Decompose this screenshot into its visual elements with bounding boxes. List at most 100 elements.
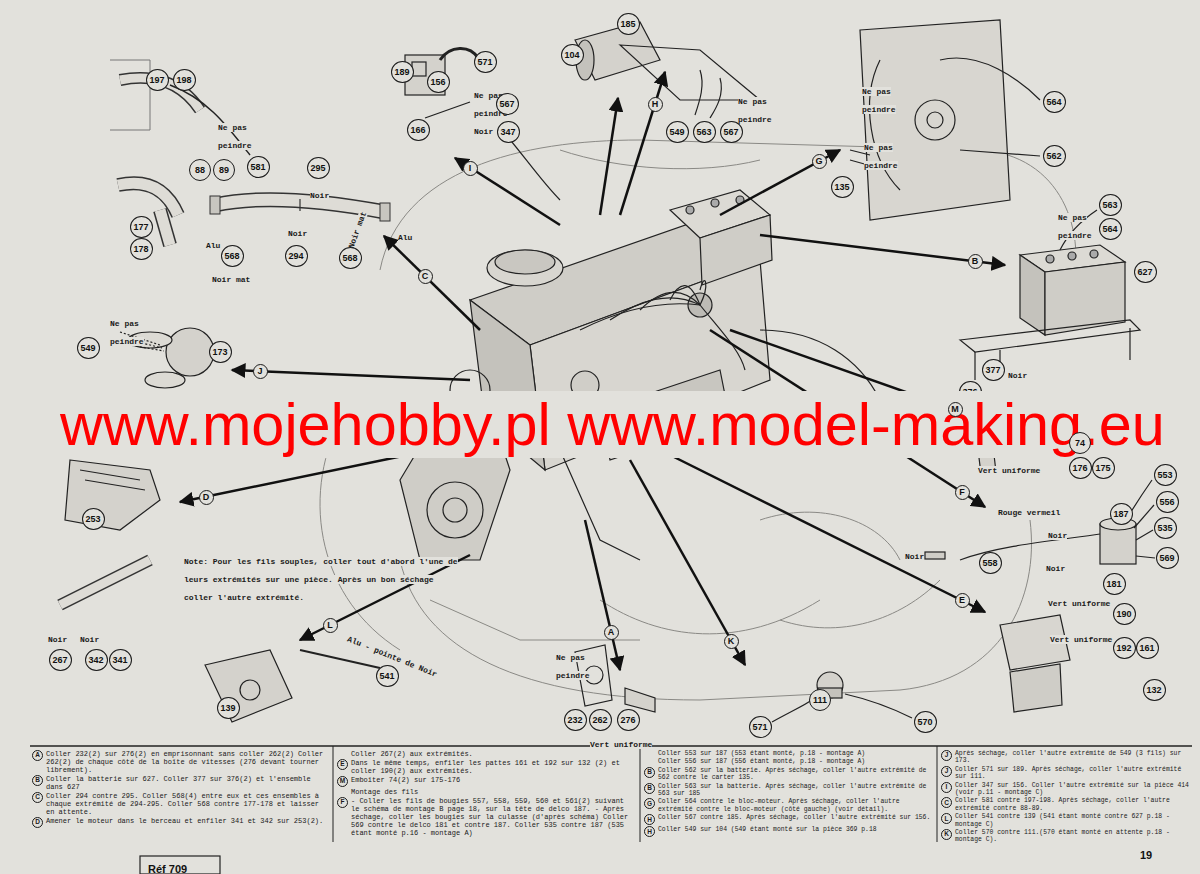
battery-shape <box>1045 262 1125 335</box>
table-cell: Coller 556 sur 187 (556 étant monté, p.1… <box>658 758 933 765</box>
callout-number: 562 <box>1046 152 1061 161</box>
table-letter-circle: J <box>941 750 952 761</box>
starter-motor-shape <box>710 78 721 118</box>
table-cell: Coller 563 sur la batterie. Après séchag… <box>658 783 933 798</box>
callout-number: 132 <box>1146 686 1161 695</box>
callout-circle: 535 <box>1154 517 1177 539</box>
assembly-arrows-shape <box>630 460 745 665</box>
callout-circle: 541 <box>376 665 399 687</box>
table-text: Coller 556 sur 187 (556 étant monté, p.1… <box>658 758 865 765</box>
watermark: www.mojehobby.pl www.model-making.eu <box>60 392 1165 457</box>
table-text: Coller la batterie sur 627. Coller 377 s… <box>46 775 311 791</box>
page-number: 19 <box>1140 849 1152 861</box>
annotation-text: Ne pas peindre <box>1058 213 1092 240</box>
hose-assembly <box>110 60 390 245</box>
table-letter: C <box>944 800 949 807</box>
callout-circle: 627 <box>1134 261 1157 283</box>
letter-callout: G <box>815 157 822 166</box>
assembly-arrows-shape <box>585 520 620 670</box>
assembly-arrows-shape <box>620 72 665 215</box>
annotation-text: Ne pas peindre <box>218 123 252 150</box>
carburettor-shape <box>412 62 426 76</box>
table-cell: Coller 541 contre 139 (541 étant monté c… <box>955 813 1190 828</box>
table-cell: Coller 267(2) aux extrémités. <box>351 750 636 758</box>
table-cell: Coller 570 contre 111.(570 étant monté e… <box>955 829 1190 844</box>
callout-circle: 341 <box>109 649 132 671</box>
annotation-label: Vert uniforme <box>978 459 1040 477</box>
water-pump <box>205 650 380 722</box>
annotation-text: Noir <box>474 127 493 136</box>
callout-circle: 187 <box>1110 503 1133 525</box>
table-letter-circle: H <box>644 826 655 837</box>
annotation-text: Ne pas peindre <box>862 87 896 114</box>
annotation-label: Noir <box>1046 557 1065 575</box>
letter-circle: B <box>968 254 983 269</box>
callout-circle: 571 <box>474 51 497 73</box>
callout-circle: 189 <box>391 61 414 83</box>
table-text: Coller 571 sur 189. Après séchage, colle… <box>955 766 1181 780</box>
callout-circle: 558 <box>979 552 1002 574</box>
letter-circle: E <box>955 593 970 608</box>
letter-callout: A <box>608 628 615 637</box>
fuel-pump-shape <box>845 694 912 718</box>
callout-circle: 132 <box>1143 679 1166 701</box>
callout-circle: 377 <box>982 359 1005 381</box>
engine-mount-shape <box>65 460 160 530</box>
table-row: HColler 549 sur 104 (549 étant monté sur… <box>644 826 933 837</box>
table-letter: M <box>340 778 345 785</box>
table-letter-circle: J <box>941 766 952 777</box>
callout-circle: 197 <box>146 69 169 91</box>
battery-shape <box>1068 252 1076 260</box>
annotation-label: Noir <box>310 184 329 202</box>
table-cell: - Coller les fils de bougies 557, 558, 5… <box>351 797 636 837</box>
table-rules <box>30 746 1192 874</box>
letter-circle: L <box>323 618 338 633</box>
callout-number: 294 <box>288 252 303 261</box>
callout-circle: 161 <box>1136 637 1159 659</box>
callout-number: 139 <box>220 704 235 713</box>
engine-drawing-shape <box>427 482 483 538</box>
distributor-shape <box>925 552 945 559</box>
hose-assembly-shape <box>110 60 150 130</box>
table-letter-circle: D <box>32 817 43 828</box>
engine-drawing-shape <box>610 298 700 320</box>
table-letter: C <box>35 794 40 801</box>
table-text: Montage des fils <box>351 788 418 796</box>
callout-circle: 190 <box>1113 603 1136 625</box>
callout-circle: 111 <box>809 689 831 711</box>
callout-number: 177 <box>133 223 148 232</box>
callout-circle: 74 <box>1069 432 1091 454</box>
table-row: DAmener le moteur dans le berceau et enf… <box>32 817 329 828</box>
distributor-shape <box>1136 556 1155 558</box>
page-number-box: 19 <box>1140 845 1152 863</box>
callout-number: 198 <box>176 76 191 85</box>
letter-callout: J <box>257 367 262 376</box>
table-text: Après séchage, coller l'autre extrémité … <box>955 750 1181 764</box>
annotation-label: Vert uniforme <box>1048 592 1110 610</box>
table-text: - Coller les fils de bougies 557, 558, 5… <box>351 797 628 837</box>
table-row: AColler 232(2) sur 276(2) en emprisonnan… <box>32 750 329 774</box>
callout-circle: 567 <box>496 93 519 115</box>
callout-number: 571 <box>477 58 492 67</box>
hose-assembly-shape <box>210 196 220 214</box>
table-cell: Coller 571 sur 189. Après séchage, colle… <box>955 766 1190 781</box>
callout-circle: 88 <box>189 159 211 181</box>
callout-circle: 156 <box>427 71 450 93</box>
engine-drawing-shape <box>560 450 640 560</box>
engine-side-view-shape <box>940 58 1040 100</box>
table-row: KColler 570 contre 111.(570 étant monté … <box>941 829 1190 844</box>
callout-number: 627 <box>1137 268 1152 277</box>
callout-number: 563 <box>696 128 711 137</box>
callout-circle: 568 <box>339 247 362 269</box>
distributor <box>925 480 1155 564</box>
table-letter: F <box>341 799 345 806</box>
table-letter-circle: G <box>644 798 655 809</box>
table-text: Coller 564 contre le bloc-moteur. Après … <box>658 798 900 812</box>
table-cell: Coller la batterie sur 627. Coller 377 s… <box>46 775 329 791</box>
callout-circle: 89 <box>213 159 235 181</box>
battery-shape <box>1046 255 1054 263</box>
letter-callout: D <box>203 493 210 502</box>
starter-motor <box>575 22 760 118</box>
table-letter: H <box>647 817 652 824</box>
